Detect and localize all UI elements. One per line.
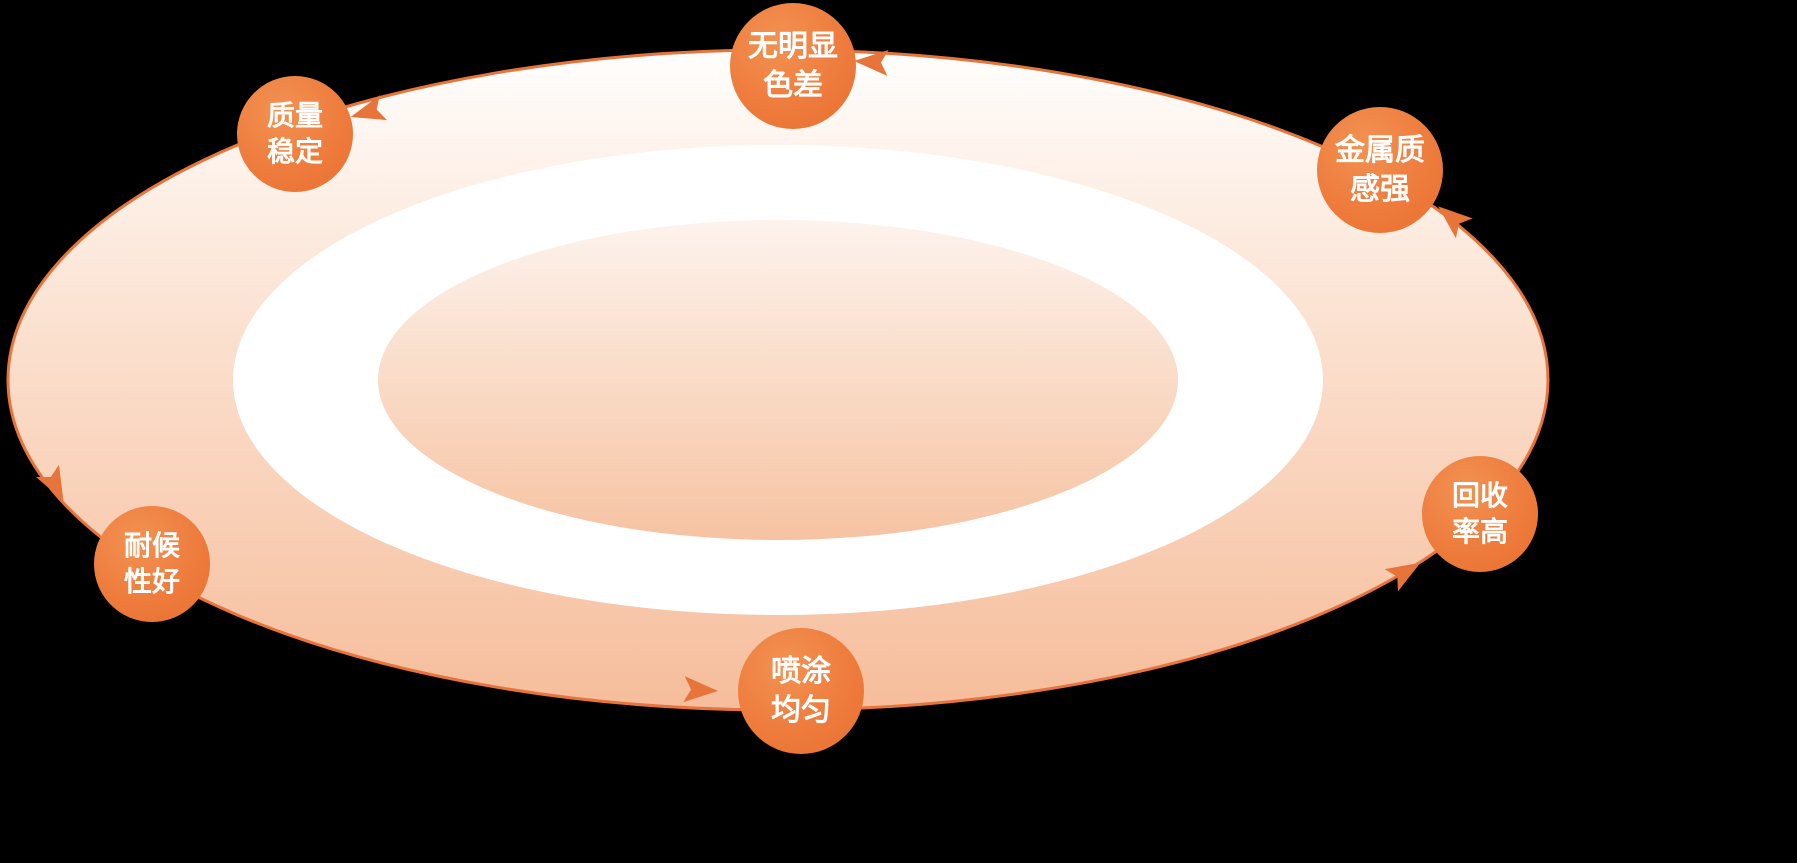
badge-even-spray-coating: 喷涂 均匀 xyxy=(738,628,864,754)
flow-arrow-lower-right xyxy=(1384,562,1421,592)
badge-label-line: 耐候 xyxy=(123,528,180,562)
badge-label-line: 喷涂 xyxy=(771,654,831,689)
badge-label-line: 质量 xyxy=(266,98,323,132)
badge-strong-metallic-texture: 金属质 感强 xyxy=(1317,107,1443,233)
flow-arrow-upper-left xyxy=(350,95,387,121)
badge-label-line: 稳定 xyxy=(266,135,323,168)
badge-label-line: 无明显 xyxy=(748,29,838,64)
badge-stable-quality: 质量 稳定 xyxy=(237,76,353,192)
flow-arrow-top xyxy=(854,49,889,76)
badge-label-line: 性好 xyxy=(123,565,180,598)
flow-arrow-left xyxy=(36,464,64,501)
inner-ellipse xyxy=(378,220,1178,540)
flow-arrow-upper-right xyxy=(1438,206,1473,239)
badge-label-line: 感强 xyxy=(1350,172,1410,207)
badge-label-line: 回收 xyxy=(1451,478,1508,512)
badge-good-weather-resistance: 耐候 性好 xyxy=(94,506,210,622)
badge-label-line: 均匀 xyxy=(771,693,831,728)
badge-high-recycling-rate: 回收 率高 xyxy=(1422,456,1538,572)
badge-no-color-difference: 无明显 色差 xyxy=(730,3,856,129)
flow-arrow-bottom xyxy=(683,676,718,703)
badge-label-line: 率高 xyxy=(1451,515,1508,548)
badge-label-line: 金属质 xyxy=(1335,133,1425,168)
badge-label-line: 色差 xyxy=(763,68,823,103)
